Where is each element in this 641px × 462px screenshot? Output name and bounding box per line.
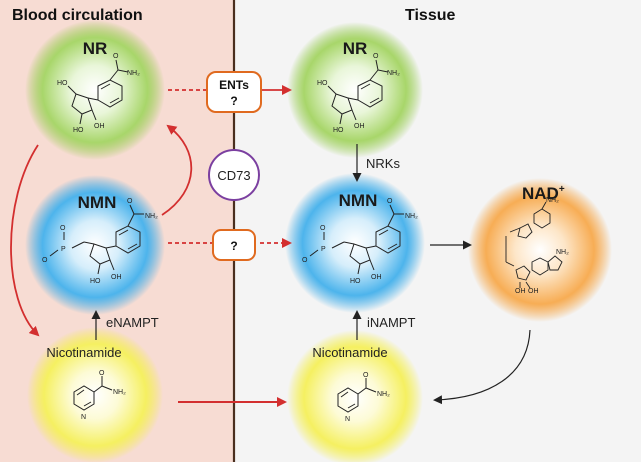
cd73-label: CD73 [217, 168, 250, 183]
nr-left-structure [67, 59, 129, 125]
svg-text:OH: OH [354, 123, 365, 130]
svg-text:OH: OH [111, 274, 122, 281]
nad-atoms: NH₂ OH OH NH₂ [515, 197, 569, 295]
nicotinamide-left-structure [73, 376, 113, 411]
header-blood-circulation: Blood circulation [12, 7, 143, 24]
svg-text:NH₂: NH₂ [556, 249, 569, 256]
nad-structure [505, 201, 563, 289]
svg-text:OH: OH [515, 288, 526, 295]
svg-text:OH: OH [94, 123, 105, 130]
svg-text:HO: HO [57, 80, 68, 87]
nmn-left-structure [49, 204, 144, 275]
inampt-label: iNAMPT [367, 315, 415, 330]
svg-text:O: O [373, 53, 379, 60]
header-tissue: Tissue [405, 7, 456, 24]
svg-text:HO: HO [73, 127, 84, 134]
nicotinamide-left-label: Nicotinamide [46, 345, 121, 360]
nr-right-structure [327, 59, 389, 125]
svg-text:NH₂: NH₂ [387, 70, 400, 77]
nmn-right-structure [309, 204, 404, 275]
nmn-left-atoms: NH₂ O P O O HO OH [42, 198, 158, 285]
nmn-right-atoms: NH₂ O P O O HO OH [302, 198, 418, 285]
nr-left-label: NR [83, 39, 108, 58]
nicotinamide-right-glow [287, 330, 423, 462]
nad-to-nicotinamide-arrow [433, 329, 531, 405]
svg-text:OH: OH [528, 288, 539, 295]
nr-right-glow [287, 22, 423, 158]
svg-text:N: N [81, 414, 86, 421]
svg-text:O: O [387, 198, 393, 205]
svg-text:O: O [99, 370, 105, 377]
nr-to-nicotinamide-arrow [10, 144, 40, 337]
nrks-label: NRKs [366, 156, 400, 171]
nicotinamide-left-atoms: NH₂ O N [81, 370, 126, 421]
nmn-transporter-box [212, 229, 256, 261]
svg-text:O: O [363, 372, 369, 379]
ents-label: ENTs [219, 78, 249, 92]
cd73-enzyme-circle [208, 149, 260, 201]
svg-text:NH₂: NH₂ [377, 391, 390, 398]
nmn-left-glow [25, 175, 165, 315]
nr-left-atoms: NH₂ O HO HO OH [57, 53, 140, 134]
nmn-transporter-question-mark: ? [230, 239, 237, 253]
nmn-left-label: NMN [78, 193, 117, 212]
nad-glow [468, 178, 612, 322]
svg-text:HO: HO [350, 278, 361, 285]
svg-text:HO: HO [333, 127, 344, 134]
svg-text:HO: HO [90, 278, 101, 285]
nr-right-label: NR [343, 39, 368, 58]
svg-text:NH₂: NH₂ [405, 213, 418, 220]
svg-text:O: O [127, 198, 133, 205]
svg-text:N: N [345, 416, 350, 423]
enampt-label: eNAMPT [106, 315, 159, 330]
nmn-right-glow [285, 173, 425, 313]
svg-text:P: P [61, 246, 66, 253]
svg-text:NH₂: NH₂ [127, 70, 140, 77]
cd73-conversion-arrow [161, 124, 193, 216]
svg-text:NH₂: NH₂ [145, 213, 158, 220]
svg-text:O: O [60, 225, 66, 232]
nmn-right-label: NMN [339, 191, 378, 210]
nr-left-glow [25, 20, 165, 160]
nicotinamide-right-structure [337, 378, 377, 413]
svg-text:OH: OH [371, 274, 382, 281]
nad-label: NAD+ [522, 184, 565, 203]
svg-text:O: O [320, 225, 326, 232]
svg-text:HO: HO [317, 80, 328, 87]
svg-text:NH₂: NH₂ [546, 197, 559, 204]
svg-text:NH₂: NH₂ [113, 389, 126, 396]
nr-right-atoms: NH₂ O HO HO OH [317, 53, 400, 134]
svg-text:O: O [113, 53, 119, 60]
nicotinamide-left-glow [27, 327, 163, 462]
ents-transporter-box [206, 71, 262, 113]
ents-question-mark: ? [230, 94, 237, 108]
svg-text:P: P [321, 246, 326, 253]
svg-text:O: O [42, 257, 48, 264]
nicotinamide-right-atoms: NH₂ O N [345, 372, 390, 423]
svg-text:O: O [302, 257, 308, 264]
nicotinamide-right-label: Nicotinamide [312, 345, 387, 360]
